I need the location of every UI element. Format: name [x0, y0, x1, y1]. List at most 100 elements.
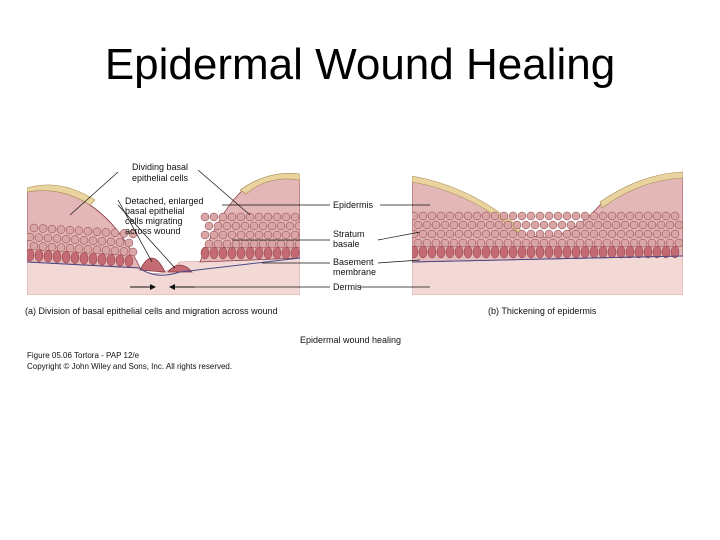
epithelial-cell [56, 243, 66, 252]
epithelial-cell [634, 245, 644, 259]
epithelial-cell [79, 235, 89, 245]
epithelial-cell [463, 229, 473, 239]
epithelial-cell [571, 229, 581, 239]
epithelial-cell [503, 238, 513, 248]
epithelial-cell [449, 238, 459, 248]
epithelial-cell [413, 220, 423, 230]
epithelial-cell [638, 238, 648, 248]
epithelial-cell [571, 245, 581, 259]
epithelial-cell [128, 247, 138, 257]
epithelial-cell [634, 229, 644, 239]
epithelial-cell [521, 238, 531, 248]
epithelial-cell [79, 251, 89, 265]
epithelial-cell [272, 230, 282, 240]
epithelial-cell [110, 228, 120, 238]
epithelial-cell [52, 250, 62, 263]
epithelial-cell [454, 229, 464, 239]
epithelial-cell [643, 211, 653, 221]
epithelial-cell [454, 245, 464, 259]
label-detached-cells: Detached, enlarged basal epithelial cell… [125, 196, 204, 236]
epithelial-cell [481, 211, 491, 221]
epithelial-cell [499, 229, 509, 239]
epithelial-cell [413, 238, 423, 248]
epithelial-cell [544, 211, 554, 221]
epithelial-cell [231, 221, 241, 231]
epithelial-cell [463, 211, 473, 221]
epithelial-cell [508, 229, 518, 239]
label-stratum-basale: Stratum basale [333, 229, 365, 249]
epithelial-cell [245, 230, 255, 240]
epithelial-cell [611, 220, 621, 230]
epithelial-cell [499, 245, 509, 259]
epithelial-cell [548, 220, 558, 230]
epithelial-cell [106, 237, 116, 247]
epithelial-cell [665, 220, 675, 230]
epithelial-cell [436, 245, 446, 259]
svg-text:across wound: across wound [125, 226, 181, 236]
epithelial-cell [499, 211, 509, 221]
epithelial-cell [490, 229, 500, 239]
epithelial-cell [562, 211, 572, 221]
epithelial-cell [29, 223, 39, 233]
epithelial-cell [580, 229, 590, 239]
epithelial-cell [620, 220, 630, 230]
epithelial-cell [276, 221, 286, 231]
epithelial-cell [200, 230, 210, 240]
leader-lines [69, 169, 430, 288]
epithelial-cell [544, 245, 554, 259]
epithelial-cell [584, 238, 594, 248]
arrow-head-left [150, 284, 156, 290]
epithelial-cell [70, 235, 80, 244]
epithelial-cell [485, 220, 495, 230]
epithelial-cell [227, 230, 237, 240]
epithelial-cell [593, 238, 603, 248]
epithelial-cell [74, 244, 84, 253]
epithelial-cell [272, 246, 282, 260]
epithelial-cell [526, 211, 536, 221]
epithelial-cell [27, 248, 35, 262]
arrow-head-right [169, 284, 175, 290]
epithelial-cell [530, 220, 540, 230]
epithelial-cell [222, 221, 232, 231]
epithelial-cell [458, 238, 468, 248]
epithelial-cell [254, 212, 264, 222]
epithelial-cell [481, 245, 491, 259]
epithelial-cell [101, 246, 111, 255]
epithelial-cell [616, 229, 626, 239]
epithelial-cell [548, 238, 558, 248]
epithelial-cell [110, 246, 120, 256]
epithelial-cell [643, 229, 653, 239]
panel-b-tissue [412, 170, 683, 295]
epithelial-cell [236, 212, 246, 222]
svg-text:Stratum: Stratum [333, 229, 365, 239]
epithelial-cell [263, 212, 273, 222]
epithelial-cell [290, 246, 300, 260]
epithelial-cell [454, 211, 464, 221]
epithelial-cell [553, 211, 563, 221]
epithelial-cell [290, 230, 300, 240]
epithelial-cell [661, 245, 671, 259]
epithelial-cell [240, 239, 250, 249]
epithelial-cell [83, 244, 93, 254]
epithelial-cell [418, 211, 428, 221]
epithelial-cell [598, 211, 608, 221]
epithelial-cell [629, 238, 639, 248]
epithelial-cell [665, 238, 675, 248]
epithelial-cell [97, 253, 107, 266]
figure-credit: Figure 05.06 Tortora - PAP 12/e [27, 351, 140, 360]
epithelial-cell [566, 220, 576, 230]
epithelial-cell [427, 245, 437, 259]
svg-text:basale: basale [333, 239, 360, 249]
epithelial-cell [607, 211, 617, 221]
svg-text:membrane: membrane [333, 267, 376, 277]
epithelial-cell [494, 220, 504, 230]
epithelial-cell [562, 229, 572, 239]
epithelial-cell [661, 229, 671, 239]
epithelial-cell [589, 229, 599, 239]
epithelial-cell [566, 238, 576, 248]
epithelial-cell [258, 239, 268, 249]
epithelial-cell [440, 220, 450, 230]
epithelial-cell [412, 211, 419, 221]
epithelial-cell [115, 238, 125, 247]
